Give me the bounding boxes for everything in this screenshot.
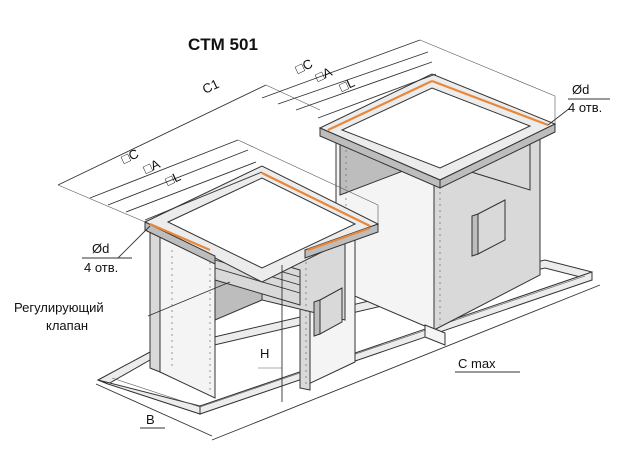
left-unit [143,165,380,399]
label-od-right: Ød [572,82,589,97]
label-c1: C1 [200,76,221,97]
label-valve-line1: Регулирующий [14,300,104,315]
drawing-title: CTM 501 [188,35,258,54]
label-sq-l-top: □L [337,75,357,95]
label-sq-c-left: □C [119,146,141,167]
label-sq-l-left: □L [163,169,183,189]
label-h: H [260,346,269,361]
base-frame [96,259,593,415]
label-c-max: C max [458,356,496,371]
dimension-lines [57,39,610,441]
label-holes-left: 4 отв. [84,260,118,275]
label-od-left: Ød [92,241,109,256]
label-sq-a-top: □A [313,64,335,85]
right-unit [318,73,557,346]
label-holes-right: 4 отв. [568,100,602,115]
label-valve-line2: клапан [46,318,88,333]
label-sq-a-left: □A [141,156,163,177]
label-b: B [146,412,155,427]
label-sq-c-top: □C [293,56,315,77]
